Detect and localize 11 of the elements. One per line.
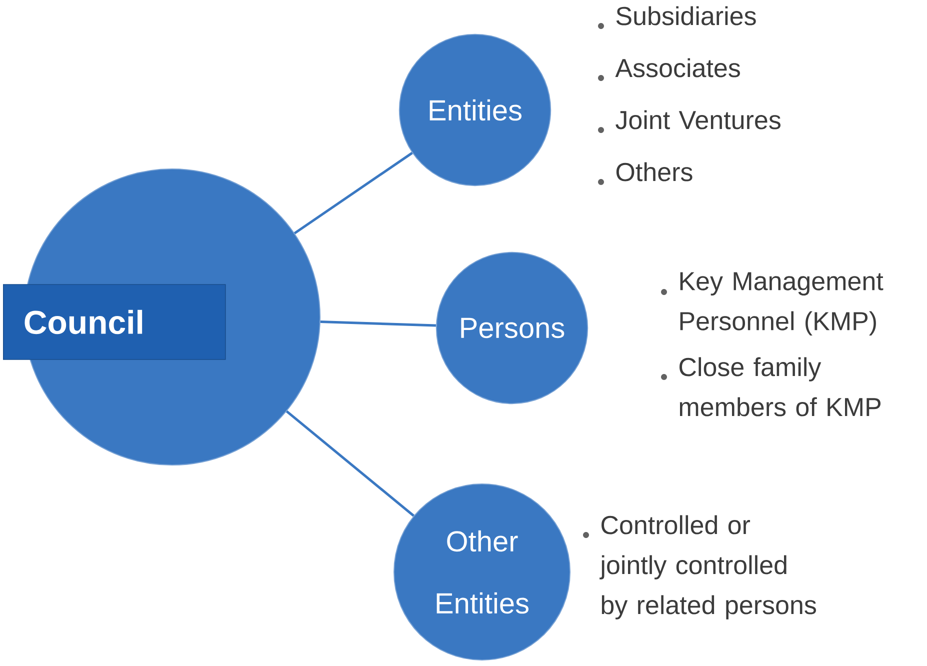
list-item: Controlled or jointly controlled by related persons <box>583 515 816 620</box>
list-item: Others <box>598 162 692 185</box>
list-item: Joint Ventures <box>598 110 780 133</box>
connector-line <box>294 152 413 234</box>
label-box: Council <box>3 284 226 360</box>
list-item: Associates <box>598 58 740 81</box>
connector-line <box>320 320 436 327</box>
list-item: Close family members of KMP <box>661 357 880 416</box>
list-item: Key Management Personnel (KMP) <box>661 272 884 336</box>
connector-line <box>286 410 414 517</box>
list-item: Subsidiaries <box>598 6 756 29</box>
